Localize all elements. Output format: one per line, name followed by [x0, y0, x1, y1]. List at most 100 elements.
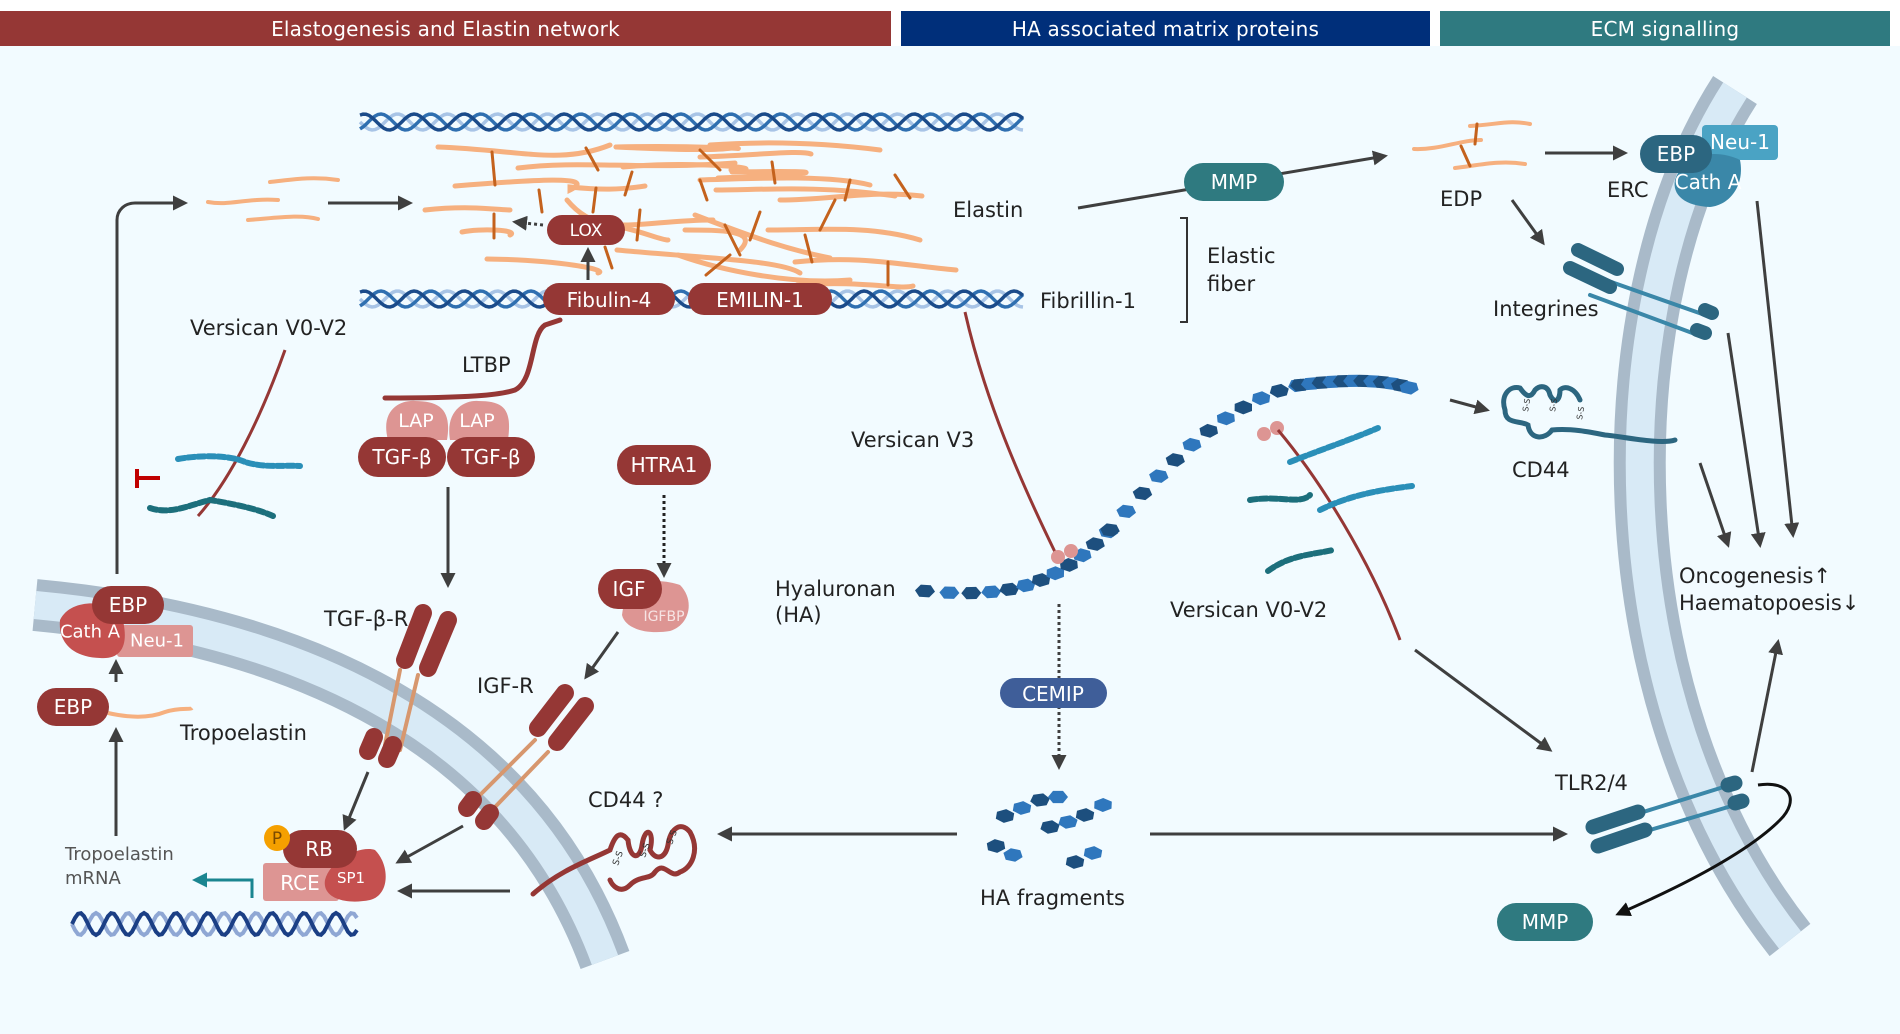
ha-disaccharide	[1165, 453, 1185, 467]
emilin-1-protein: EMILIN-1	[688, 283, 832, 315]
svg-text:S-S: S-S	[611, 850, 626, 867]
lox-crosslink-arrow	[512, 215, 544, 231]
header-ha-matrix: HA associated matrix proteins	[901, 11, 1430, 46]
ha-disaccharide	[995, 809, 1015, 823]
versican-right-gag-chains	[1247, 425, 1415, 574]
igf-to-receptor-arrow	[584, 631, 620, 680]
versican-v0v2-right-core	[1276, 429, 1402, 641]
tgf-beta-protein-1: TGF-β	[358, 437, 446, 477]
ha-disaccharide	[1252, 391, 1271, 406]
versican-to-tlr-arrow	[1414, 648, 1553, 752]
lap-protein-1: LAP	[386, 400, 449, 440]
svg-text:MMP: MMP	[1522, 910, 1569, 934]
helix-strand	[359, 112, 1025, 132]
tlr-to-outcome-arrow	[1750, 639, 1784, 773]
ebp-secretion-arrow	[115, 195, 188, 574]
cemip-protein: CEMIP	[1000, 678, 1107, 708]
ha-fragments	[986, 790, 1112, 869]
svg-text:EBP: EBP	[54, 695, 92, 719]
tgf-beta-receptor	[359, 604, 457, 768]
lap-protein-2: LAP	[449, 400, 510, 440]
svg-text:Cath A: Cath A	[1675, 170, 1742, 194]
helix-strand	[358, 112, 1024, 132]
cd44-right-label: CD44	[1512, 458, 1570, 482]
versican-v3-core	[963, 311, 1057, 553]
edp-to-integrines-arrow	[1510, 199, 1545, 246]
header-ecm-signalling-label: ECM signalling	[1590, 16, 1740, 41]
elastic-fiber-label-2: fiber	[1207, 272, 1255, 296]
ha-disaccharide	[1216, 411, 1235, 426]
ha-disaccharide	[1269, 383, 1289, 398]
ha-disaccharide	[999, 582, 1020, 596]
integrines-label: Integrines	[1493, 297, 1599, 321]
ltbp-strand	[382, 317, 563, 401]
ha-disaccharide	[986, 839, 1006, 853]
integrines-to-outcome-arrow	[1726, 332, 1766, 548]
versican-v3-binding-domain	[1051, 544, 1078, 564]
ebp-right-protein: EBP	[1640, 135, 1712, 173]
ha-to-cd44-arrow	[1449, 398, 1490, 415]
header-elastogenesis-label: Elastogenesis and Elastin network	[271, 16, 620, 41]
header-ecm-signalling: ECM signalling	[1440, 11, 1890, 46]
ha-disaccharide	[939, 586, 960, 599]
transcription-arrow	[192, 872, 254, 898]
svg-text:CEMIP: CEMIP	[1022, 682, 1084, 706]
helix-strand	[70, 910, 359, 938]
outcome-label-2: Haematopoesis↓	[1679, 591, 1859, 615]
ha-disaccharide	[1012, 801, 1032, 815]
header-ha-matrix-label: HA associated matrix proteins	[1011, 16, 1320, 41]
ha-disaccharide	[1132, 486, 1153, 501]
elastic-fiber-label-1: Elastic	[1207, 244, 1276, 268]
ha-disaccharide	[961, 586, 982, 600]
ha-disaccharide	[1058, 815, 1078, 829]
tgfb-receptor-label: TGF-β-R	[323, 607, 408, 631]
tgfbr-to-rb-arrow	[342, 771, 370, 831]
ha-disaccharide	[915, 584, 935, 598]
ha-disaccharide	[1065, 855, 1085, 869]
ha-disaccharide	[1199, 423, 1218, 438]
edp-fragment	[1412, 120, 1532, 170]
mmp-top-protein: MMP	[1184, 163, 1284, 201]
lox-protein: LOX	[547, 215, 625, 245]
svg-text:EMILIN-1: EMILIN-1	[716, 288, 804, 312]
svg-text:S-S: S-S	[665, 829, 680, 846]
versican-v0v2-right-label: Versican V0-V2	[1170, 598, 1327, 622]
elastin-network	[422, 140, 959, 290]
fibulin-4-protein: Fibulin-4	[543, 283, 675, 315]
versican-v0v2-left-label: Versican V0-V2	[190, 316, 347, 340]
ha-disaccharide	[1083, 846, 1103, 860]
igfr-to-sp1-arrow	[395, 824, 464, 864]
helix-strand	[359, 112, 1025, 132]
svg-text:S-S: S-S	[638, 842, 653, 859]
ha-disaccharide	[1003, 848, 1023, 862]
ha-disaccharide	[1046, 566, 1065, 581]
tlr-receptor	[1585, 775, 1750, 854]
ha-disaccharide	[1048, 790, 1068, 804]
igf-receptor-label: IGF-R	[477, 674, 534, 698]
outcome-label-1: Oncogenesis↑	[1679, 564, 1831, 588]
ha-disaccharide	[1059, 558, 1078, 572]
neu1-left-protein: Neu-1	[117, 625, 193, 657]
ltbp-label: LTBP	[462, 353, 511, 377]
cd44-left-receptor: S-S S-S S-S	[530, 824, 697, 897]
versican-v3-label: Versican V3	[851, 428, 974, 452]
ha-disaccharide	[1030, 793, 1050, 807]
svg-text:IGF: IGF	[613, 577, 646, 601]
ebp-upper-protein: EBP	[92, 586, 164, 624]
inhibition-icon	[135, 469, 160, 488]
svg-text:LAP: LAP	[459, 410, 494, 432]
htra1-protein: HTRA1	[617, 445, 711, 485]
hyaluronan-label-1: Hyaluronan	[775, 577, 896, 601]
tlr-to-mmp-arrow	[1615, 782, 1792, 917]
svg-text:RCE: RCE	[280, 871, 320, 895]
svg-text:TGF-β: TGF-β	[460, 445, 520, 469]
header-elastogenesis: Elastogenesis and Elastin network	[0, 11, 891, 46]
igf-receptor	[458, 684, 594, 830]
ebp-lower-protein: EBP	[37, 688, 109, 726]
erc-label: ERC	[1607, 178, 1648, 202]
ha-disaccharide	[1399, 380, 1419, 395]
svg-text:LAP: LAP	[398, 410, 433, 432]
tgf-beta-protein-2: TGF-β	[447, 437, 535, 477]
ha-disaccharide	[1031, 573, 1051, 587]
ha-disaccharide	[981, 585, 1002, 599]
